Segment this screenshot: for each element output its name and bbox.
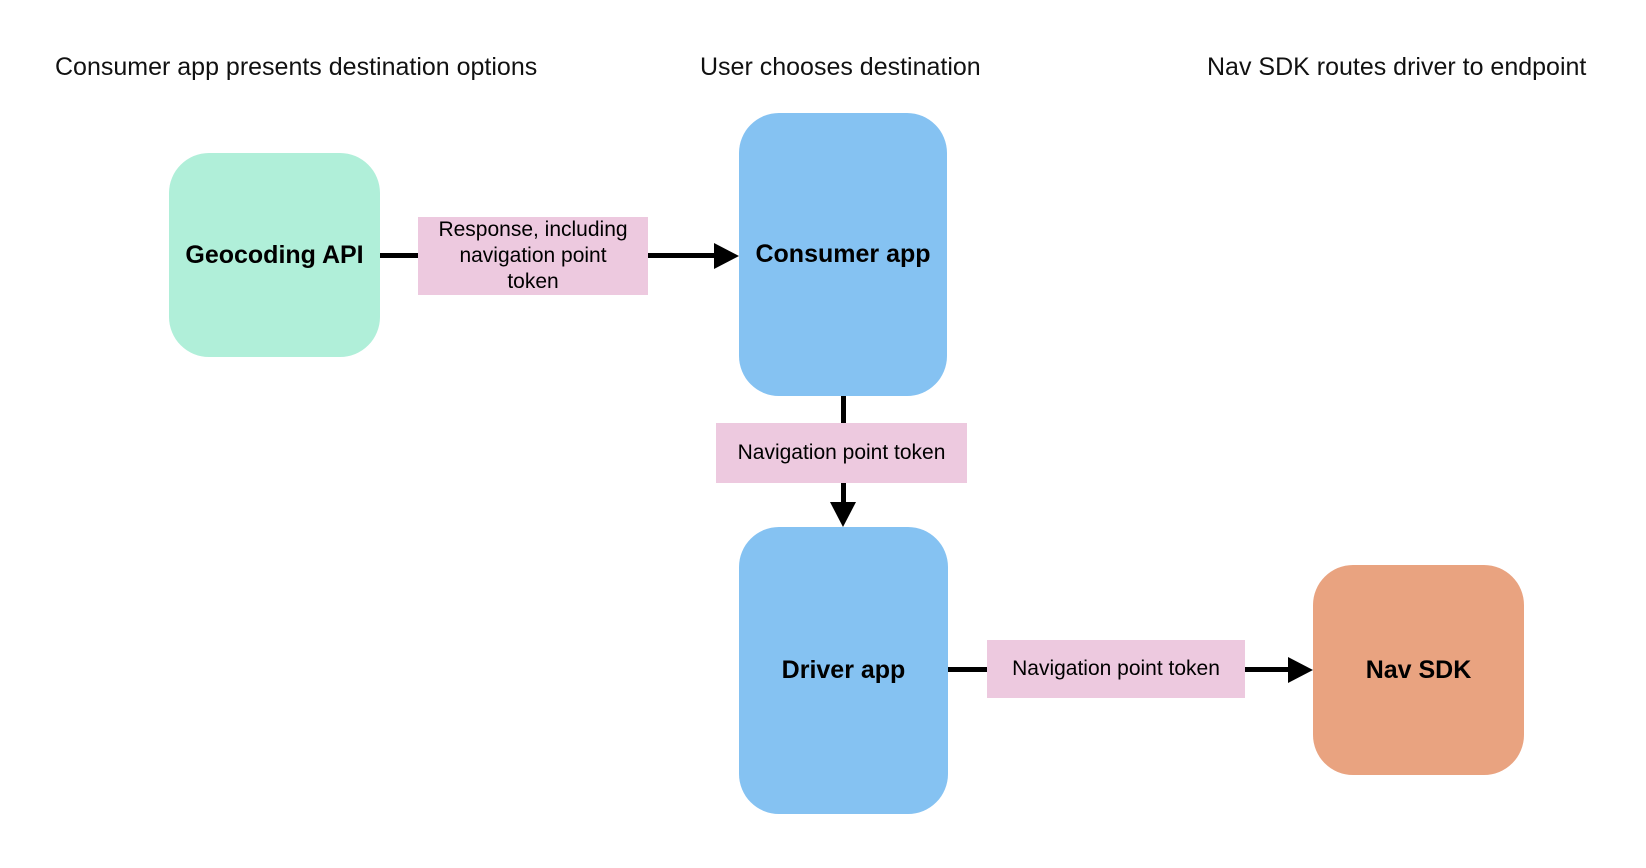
edge-label-navigation-point-token-1: Navigation point token [716, 423, 967, 483]
node-driver-app: Driver app [739, 527, 948, 814]
edge-label-text: Navigation point token [1012, 657, 1220, 680]
edge-label-text: Navigation point token [737, 441, 946, 464]
arrowhead-down-icon [830, 502, 856, 527]
node-label: Consumer app [755, 240, 931, 268]
node-geocoding-api: Geocoding API [169, 153, 380, 357]
node-nav-sdk: Nav SDK [1313, 565, 1524, 775]
edge-label-response-token: Response, including navigation point tok… [418, 217, 648, 295]
node-label: Nav SDK [1365, 655, 1472, 684]
edge-label-text: Response, including navigation point tok… [438, 218, 628, 293]
node-consumer-app: Consumer app [739, 113, 947, 396]
lane-header-navsdk-routes: Nav SDK routes driver to endpoint [1207, 53, 1587, 81]
lane-header-consumer-presents: Consumer app presents destination option… [55, 53, 538, 81]
lane-header-user-chooses: User chooses destination [700, 53, 981, 81]
arrowhead-right-icon [1288, 657, 1313, 683]
arrowhead-right-icon [714, 243, 739, 269]
node-label: Geocoding API [185, 240, 364, 269]
edge-label-navigation-point-token-2: Navigation point token [987, 640, 1245, 698]
node-label: Driver app [781, 656, 906, 684]
